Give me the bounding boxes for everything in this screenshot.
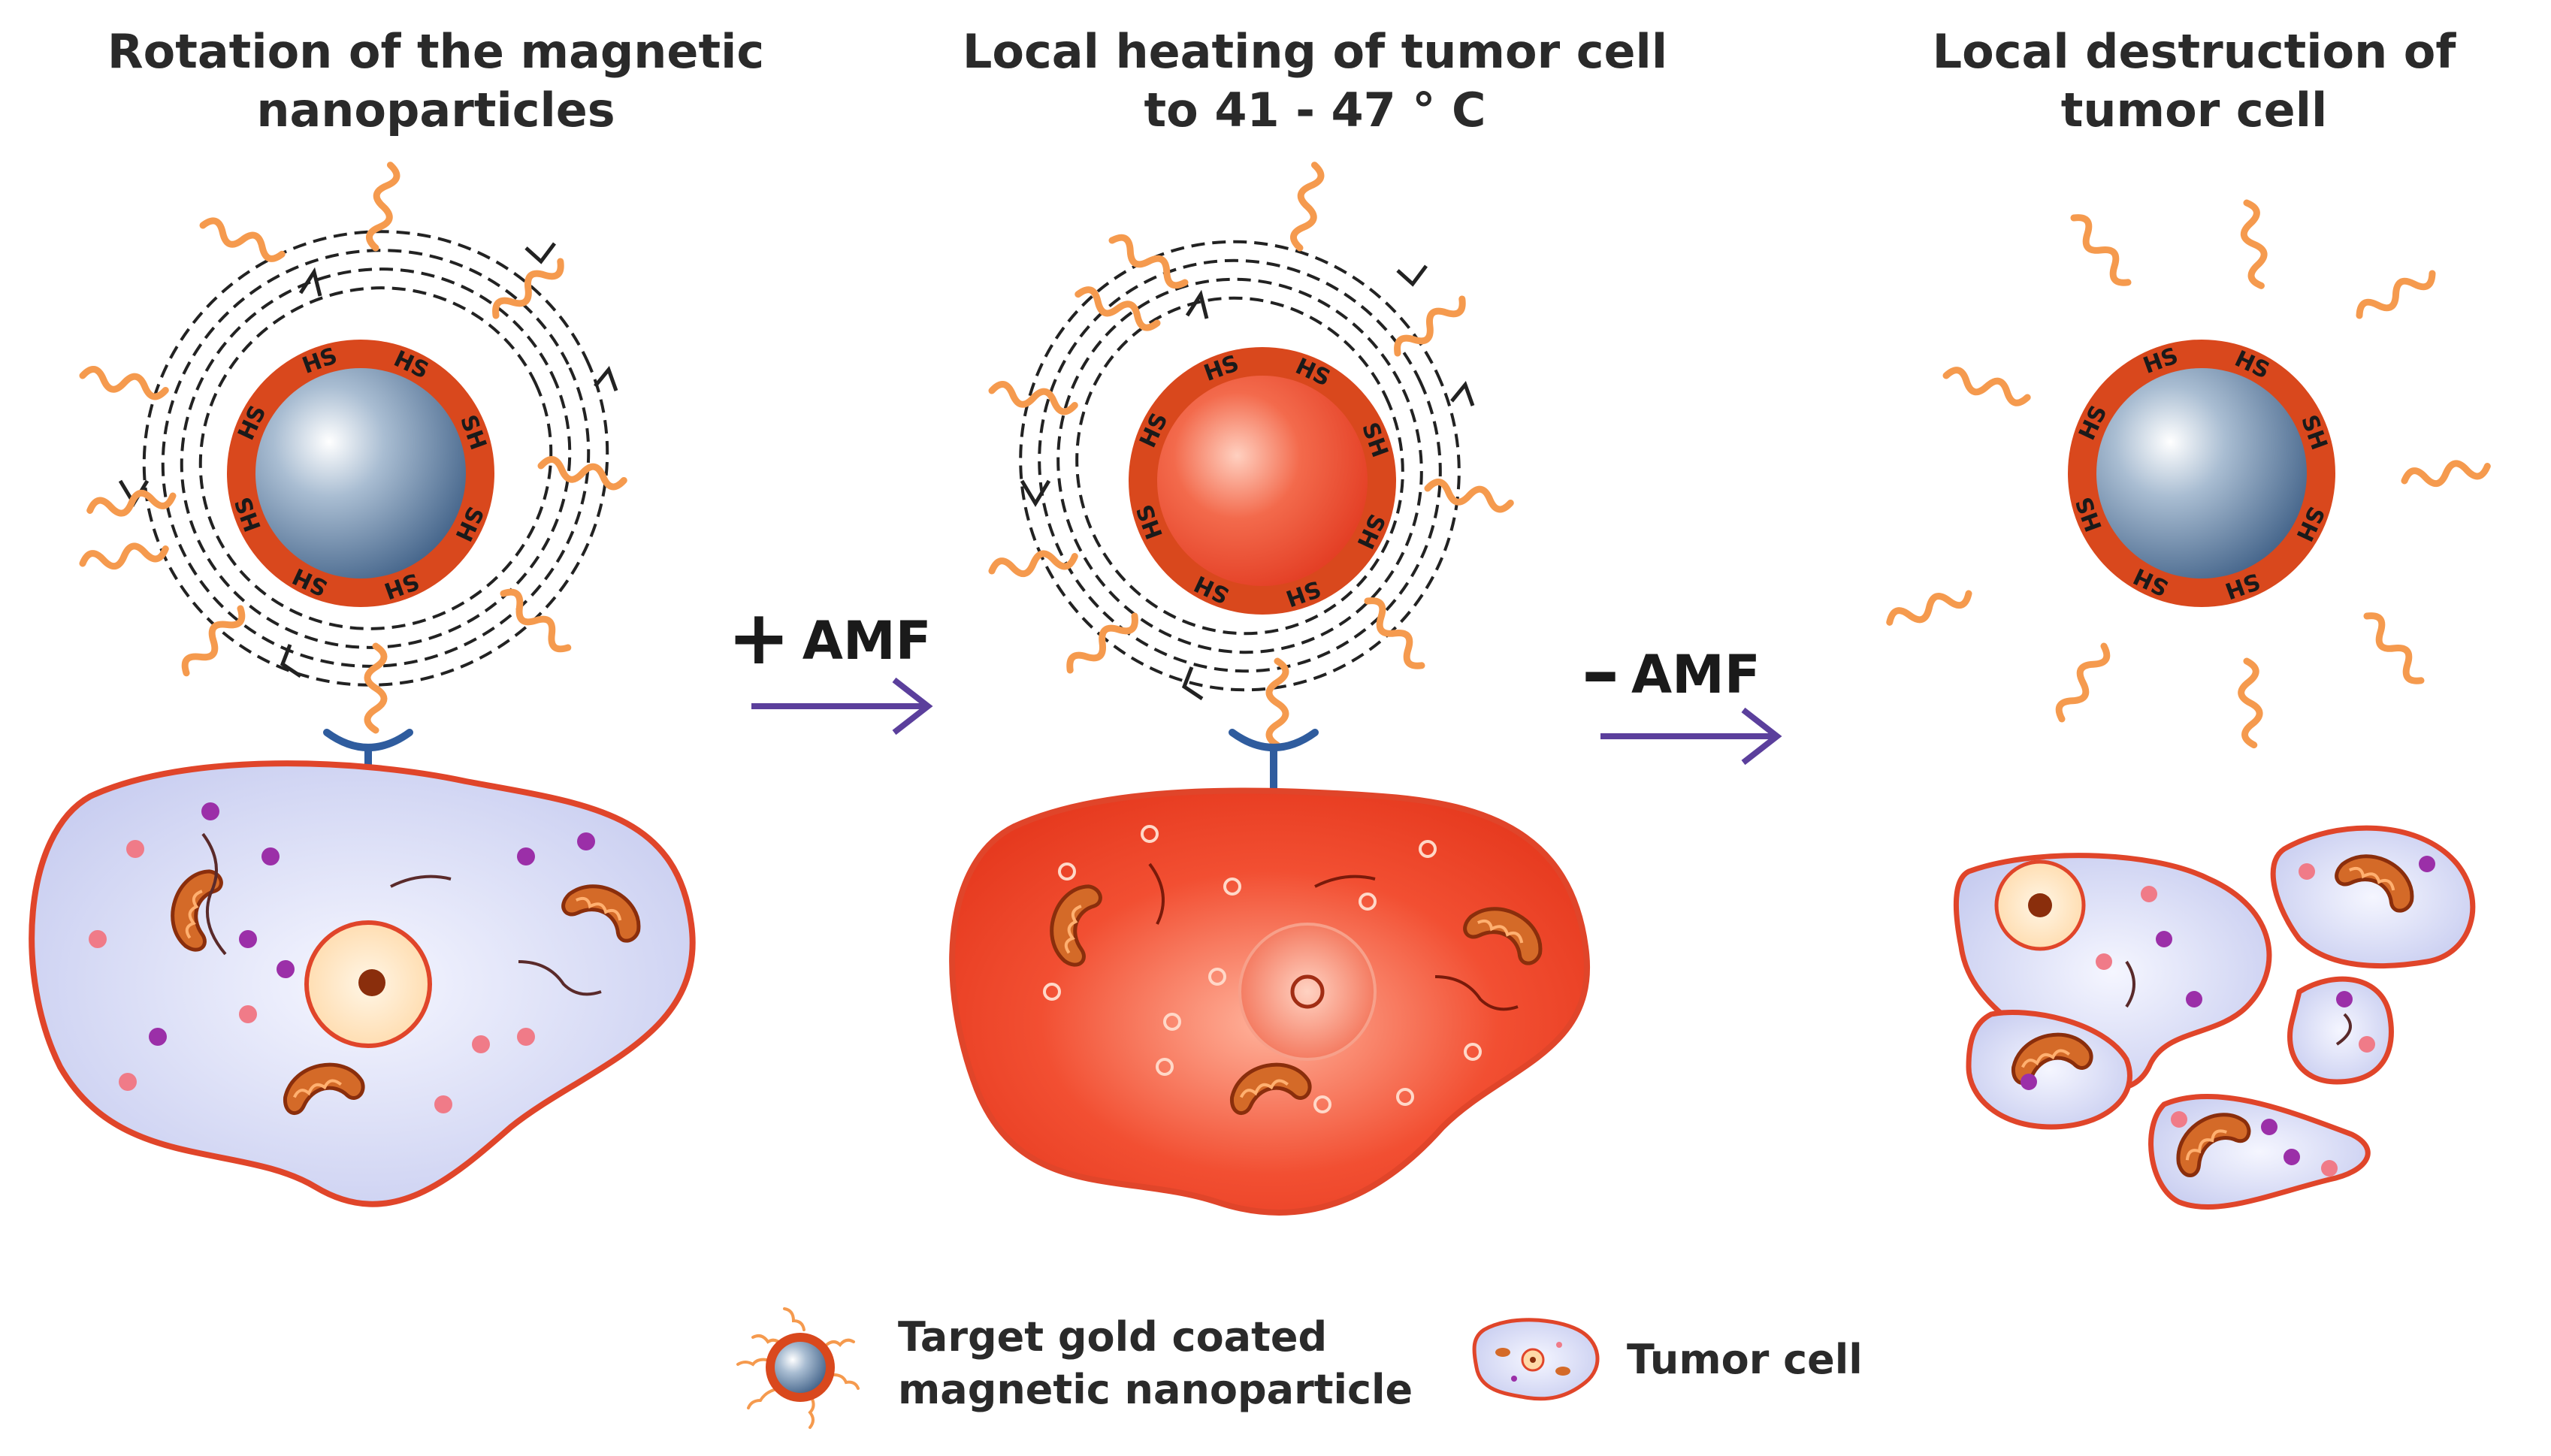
plus-amf-label: +AMF: [727, 594, 931, 681]
legend-tumor-cell-text: Tumor cell: [1627, 1336, 1863, 1383]
panel-2-title: Local heating of tumor cell to 41 - 47 °…: [902, 23, 1728, 140]
cell-fragments: [1954, 825, 2476, 1210]
minus-amf-label: –AMF: [1582, 627, 1761, 715]
panel-3-illustration: [1887, 201, 2489, 1210]
panel-2-title-line-1: Local heating of tumor cell: [962, 24, 1668, 79]
panel-2-illustration: [949, 164, 1590, 1216]
nanoparticle-1: [227, 340, 494, 607]
panel-3-title-line-1: Local destruction of: [1932, 24, 2456, 79]
legend-nanoparticle-line-2: magnetic nanoparticle: [898, 1366, 1413, 1413]
panel-1-title-line-1: Rotation of the magnetic: [107, 24, 765, 79]
legend-tumor-cell-icon: [1472, 1318, 1600, 1401]
panel-3-title: Local destruction of tumor cell: [1848, 23, 2540, 140]
panel-1-title: Rotation of the magnetic nanoparticles: [45, 23, 827, 140]
field-arrows-2: [1020, 264, 1475, 701]
legend-nanoparticle-label: Target gold coated magnetic nanoparticle: [898, 1311, 1413, 1416]
nanoparticle-2: [1129, 347, 1396, 615]
minus-sign: –: [1582, 627, 1619, 715]
legend-nanoparticle-line-1: Target gold coated: [898, 1313, 1328, 1361]
panel-2-title-line-2: to 41 - 47 ° C: [1144, 83, 1486, 137]
legend-tumor-cell-label: Tumor cell: [1627, 1334, 1863, 1386]
nanoparticle-3: [2068, 340, 2335, 607]
tumor-cell-1: [29, 760, 696, 1207]
panel-1-title-line-2: nanoparticles: [256, 83, 615, 137]
tumor-cell-2: [949, 787, 1590, 1216]
minus-amf-text: AMF: [1631, 644, 1761, 705]
panel-3-title-line-2: tumor cell: [2060, 83, 2328, 137]
arrow-minus-amf: [1600, 707, 1782, 766]
panel-1-illustration: [29, 156, 696, 1207]
legend-nanoparticle-icon: [736, 1307, 860, 1429]
plus-sign: +: [727, 594, 790, 681]
plus-amf-text: AMF: [802, 610, 932, 672]
arrow-plus-amf: [751, 677, 933, 736]
